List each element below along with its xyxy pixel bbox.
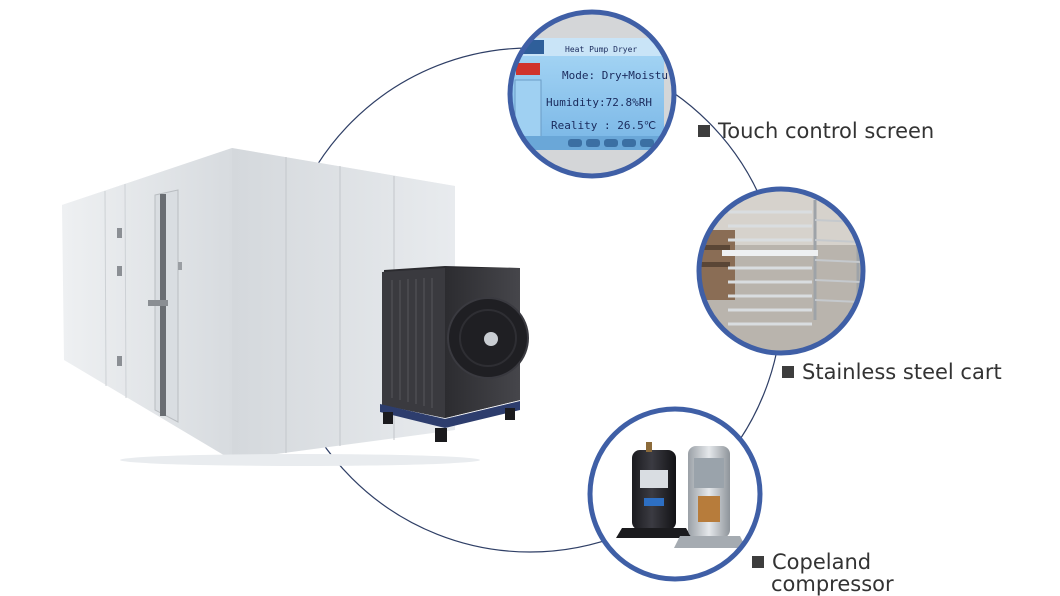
compressor-ring [587, 406, 763, 582]
heat-pump-unit [380, 266, 529, 442]
dryer-room [62, 148, 480, 466]
touch-screen-photo: Heat Pump Dryer Mode: Dry+Moisture Humid… [507, 9, 681, 179]
screen-humidity: Humidity:72.8%RH [546, 96, 652, 109]
touch-screen-label-text: Touch control screen [718, 119, 935, 143]
cart-photo [696, 186, 866, 356]
touch-ring [507, 9, 677, 179]
compressor-label-line2: compressor [771, 572, 894, 596]
touch-screen-label: Touch control screen [698, 119, 934, 143]
compressor-label: Copeland compressor [752, 550, 894, 596]
compressor-photo [587, 406, 763, 582]
square-bullet-icon [782, 366, 794, 378]
compressor-label-line1: Copeland [772, 550, 872, 574]
square-bullet-icon [752, 556, 764, 568]
screen-mode: Mode: Dry+Moisture [562, 69, 681, 82]
screen-reality: Reality : 26.5℃ [551, 119, 656, 132]
stainless-cart-label: Stainless steel cart [782, 360, 1002, 384]
stainless-cart-label-text: Stainless steel cart [802, 360, 1002, 384]
screen-title: Heat Pump Dryer [565, 45, 637, 54]
square-bullet-icon [698, 125, 710, 137]
cart-ring [696, 186, 866, 356]
